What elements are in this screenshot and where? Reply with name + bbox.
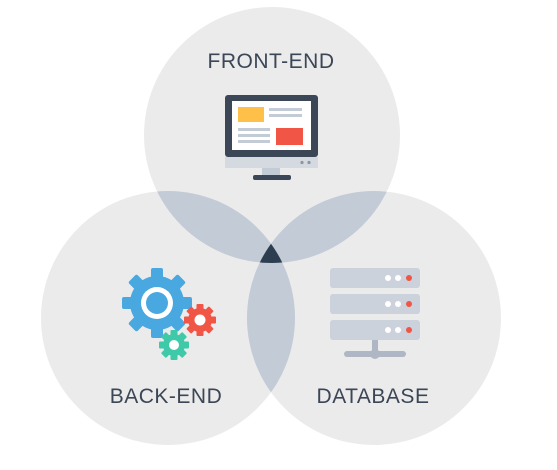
large-gear <box>122 268 192 338</box>
overlap-front-database <box>247 191 400 263</box>
monitor-icon <box>225 95 318 180</box>
database-label: DATABASE <box>317 385 430 408</box>
small-red-gear <box>184 304 216 336</box>
gears-icon <box>122 268 216 360</box>
back-end-label: BACK-END <box>110 385 223 408</box>
overlap-front-back <box>144 191 295 263</box>
front-end-label: FRONT-END <box>208 50 335 73</box>
small-teal-gear <box>159 330 189 360</box>
server-icon <box>330 268 420 359</box>
